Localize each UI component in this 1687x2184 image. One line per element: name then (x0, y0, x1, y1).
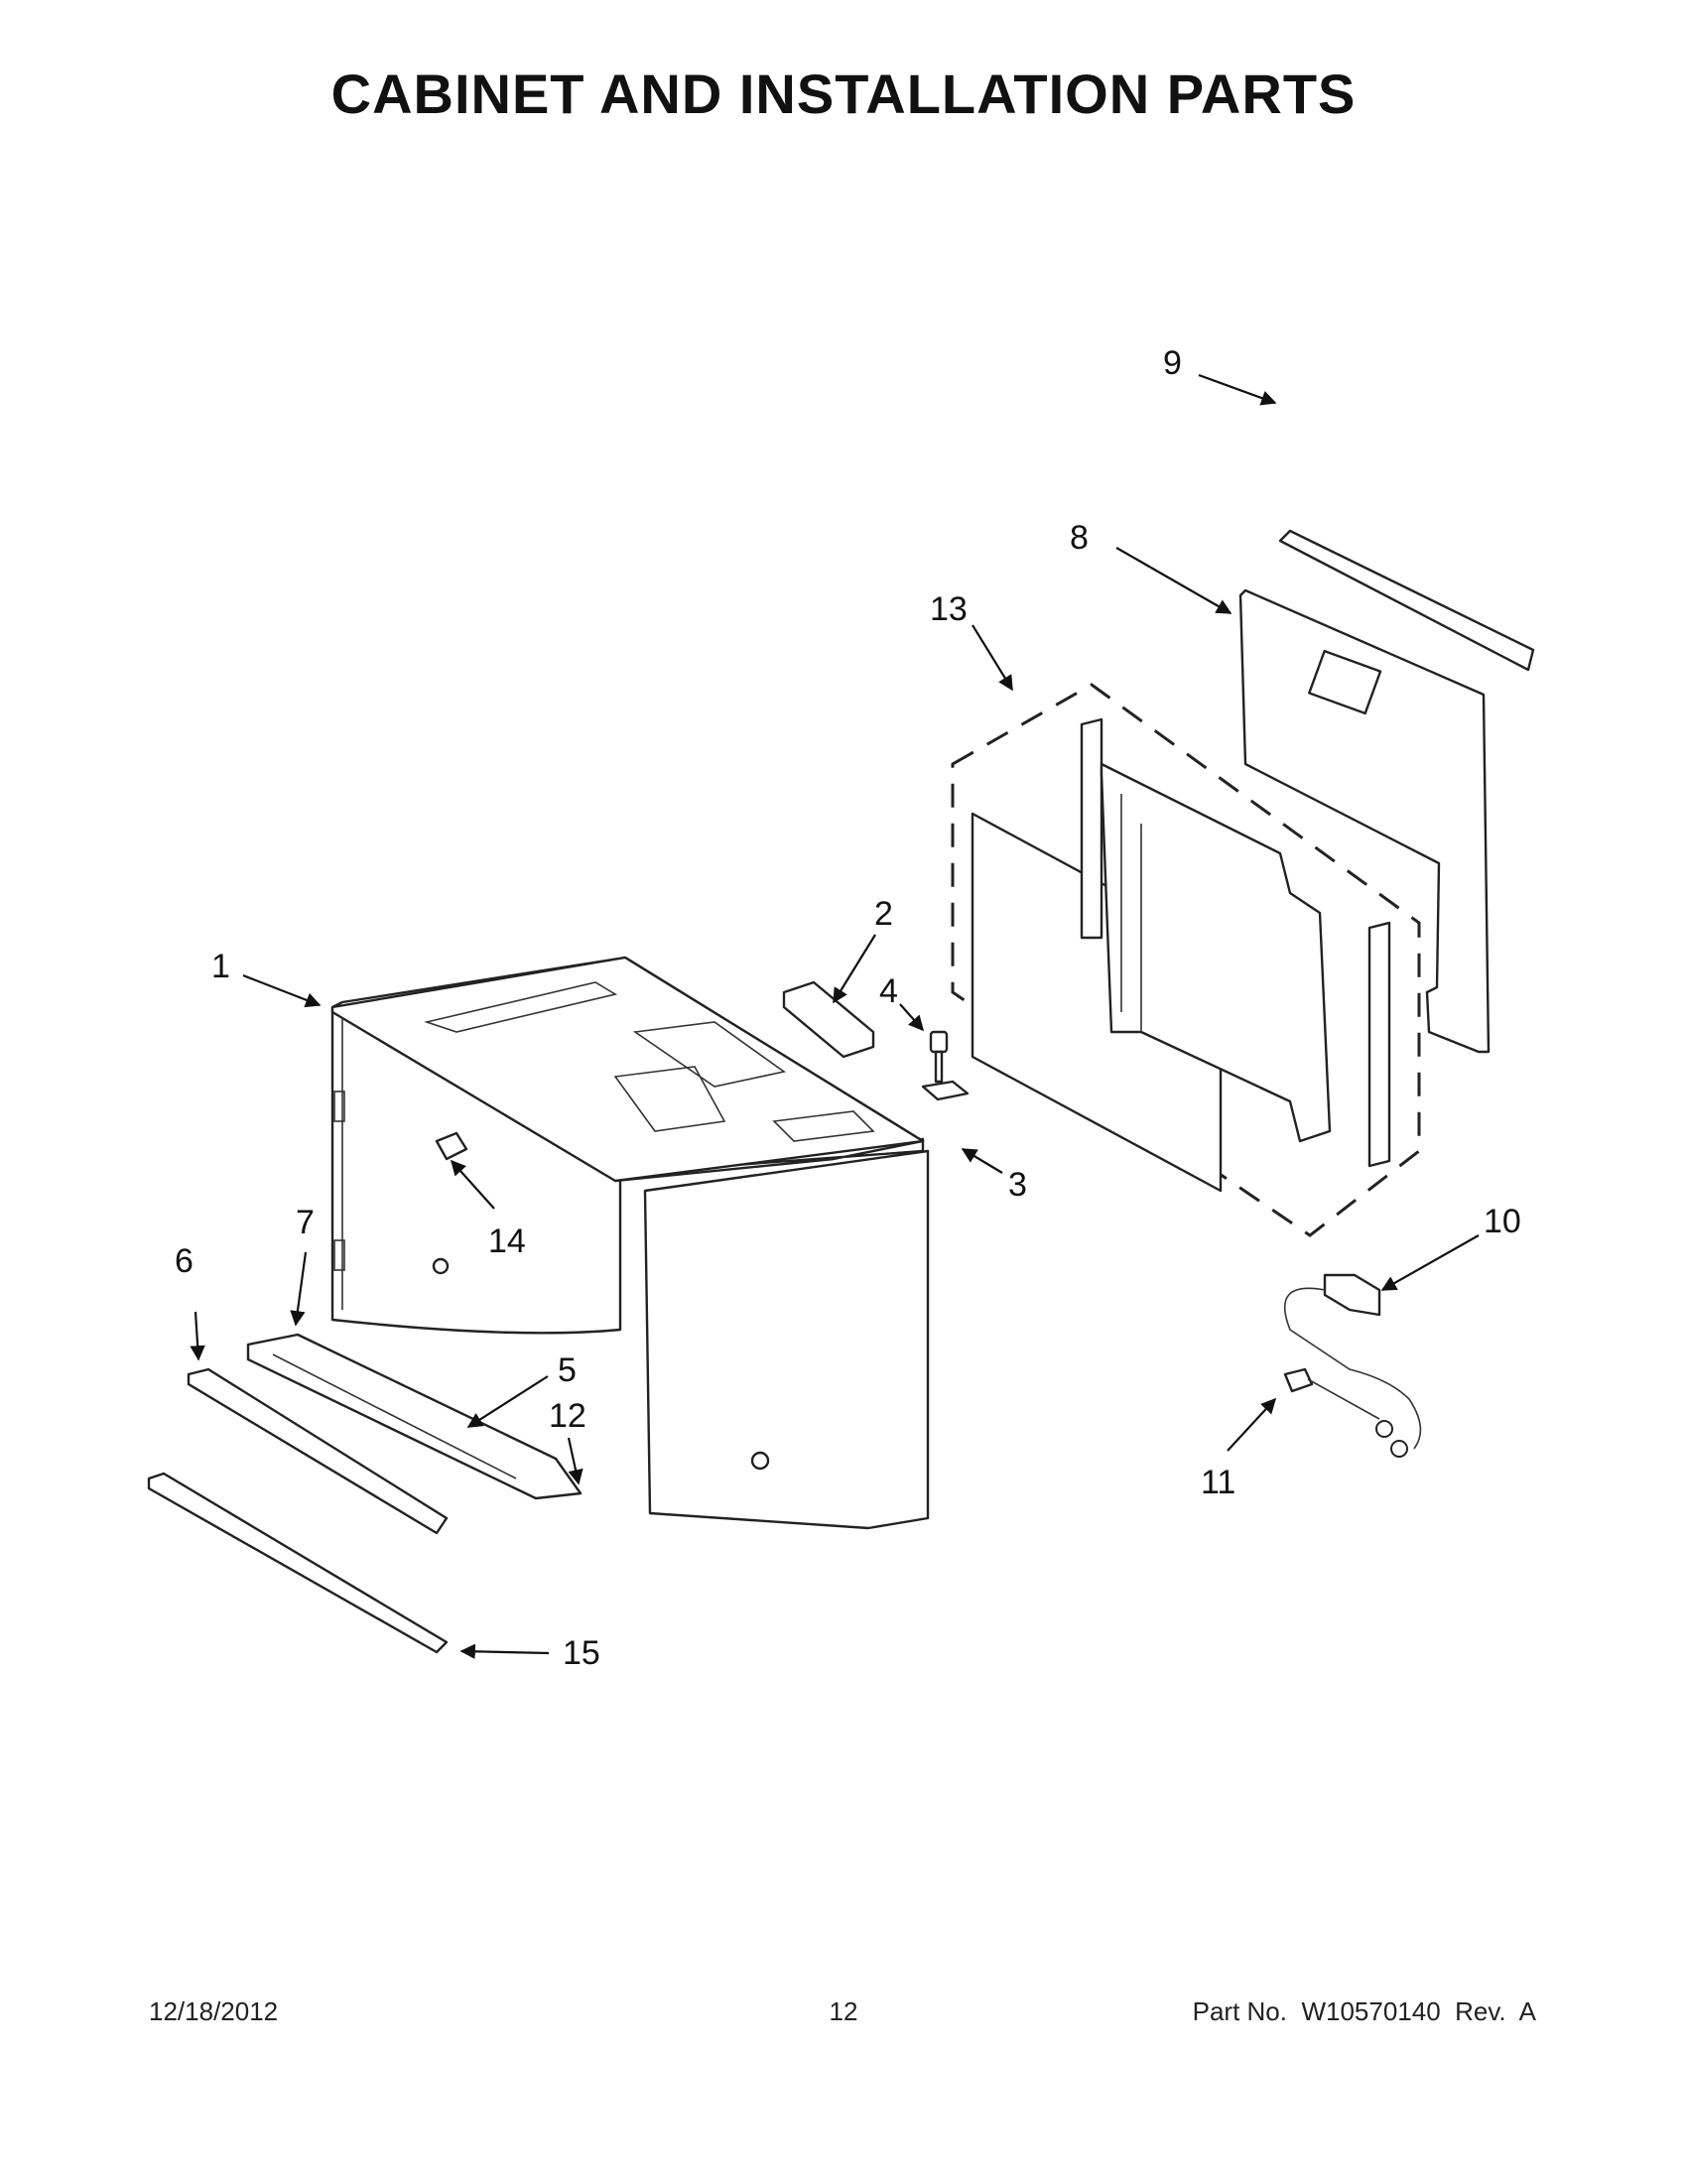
callout-11: 11 (1201, 1464, 1235, 1501)
callout-6: 6 (175, 1242, 194, 1280)
callout-1: 1 (211, 948, 230, 985)
part-ground-screw (1283, 1367, 1408, 1458)
part-trim-6 (187, 1367, 449, 1535)
callout-8: 8 (1070, 519, 1089, 557)
part-installation-kit (951, 683, 1421, 1237)
footer-page-number: 12 (829, 1996, 858, 2026)
part-clip (435, 1131, 468, 1161)
callout-10: 10 (1484, 1203, 1521, 1240)
footer-part-number: Part No. W10570140 Rev. A (1192, 1996, 1536, 2026)
callout-3: 3 (1008, 1166, 1027, 1204)
callout-15: 15 (563, 1634, 600, 1672)
callout-12: 12 (549, 1397, 586, 1435)
callout-4: 4 (879, 972, 898, 1010)
page-title: CABINET AND INSTALLATION PARTS (330, 63, 1357, 125)
part-trim-15 (147, 1472, 449, 1654)
callout-9: 9 (1163, 344, 1182, 382)
part-vent (782, 980, 875, 1059)
callout-13: 13 (930, 590, 968, 628)
part-cabinet (330, 956, 930, 1530)
part-rail (1278, 529, 1535, 672)
footer-date: 12/18/2012 (149, 1996, 279, 2026)
leader-lines (190, 373, 1480, 1660)
part-trim-7 (246, 1333, 583, 1500)
callout-7: 7 (296, 1204, 315, 1241)
callout-5: 5 (558, 1351, 577, 1389)
part-terminal-block (1283, 1273, 1422, 1450)
callout-2: 2 (874, 895, 893, 933)
part-screw (929, 1030, 949, 1084)
part-bracket (921, 1080, 970, 1101)
callout-14: 14 (488, 1222, 526, 1260)
part-mounting-plate (1238, 588, 1491, 1054)
